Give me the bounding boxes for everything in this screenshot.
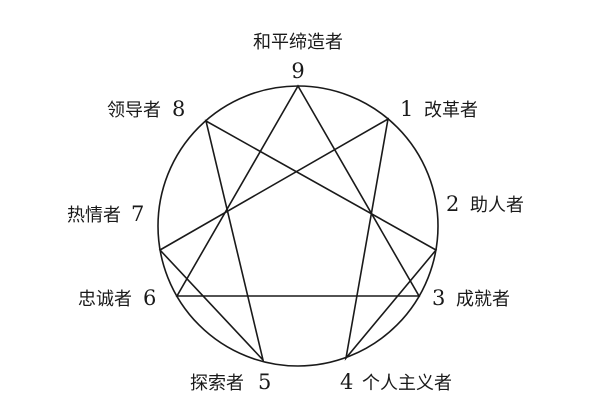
hexad-path [158, 117, 438, 363]
point-3-number: 3 [432, 286, 445, 310]
enneagram-circle [157, 85, 439, 367]
point-8: 领导者 8 [107, 97, 185, 121]
point-9: 9 [291, 59, 304, 83]
point-5: 探索者 5 [190, 370, 271, 394]
title-peacemaker: 和平缔造者 [253, 32, 343, 53]
point-1-number: 1 [400, 97, 413, 121]
point-6-name: 忠诚者 [78, 289, 132, 310]
point-7: 热情者 7 [67, 202, 144, 226]
point-3: 3 成就者 [432, 286, 510, 310]
point-6: 忠诚者 6 [78, 286, 156, 310]
point-7-name: 热情者 [67, 205, 121, 226]
point-3-name: 成就者 [456, 289, 510, 310]
point-2-name: 助人者 [470, 195, 524, 216]
point-4-name: 个人主义者 [362, 373, 452, 394]
point-2: 2 助人者 [446, 192, 524, 216]
point-8-number: 8 [172, 97, 185, 121]
point-4-number: 4 [340, 370, 353, 394]
point-1-name: 改革者 [424, 100, 478, 121]
point-8-name: 领导者 [107, 100, 161, 121]
point-5-number: 5 [258, 370, 271, 394]
inner-triangle [175, 84, 421, 297]
point-2-number: 2 [446, 192, 459, 216]
point-4: 4 个人主义者 [340, 370, 452, 394]
point-6-number: 6 [143, 286, 156, 310]
point-1: 1 改革者 [400, 97, 478, 121]
point-9-number: 9 [291, 59, 304, 83]
point-7-number: 7 [131, 202, 144, 226]
point-5-name: 探索者 [190, 373, 244, 394]
